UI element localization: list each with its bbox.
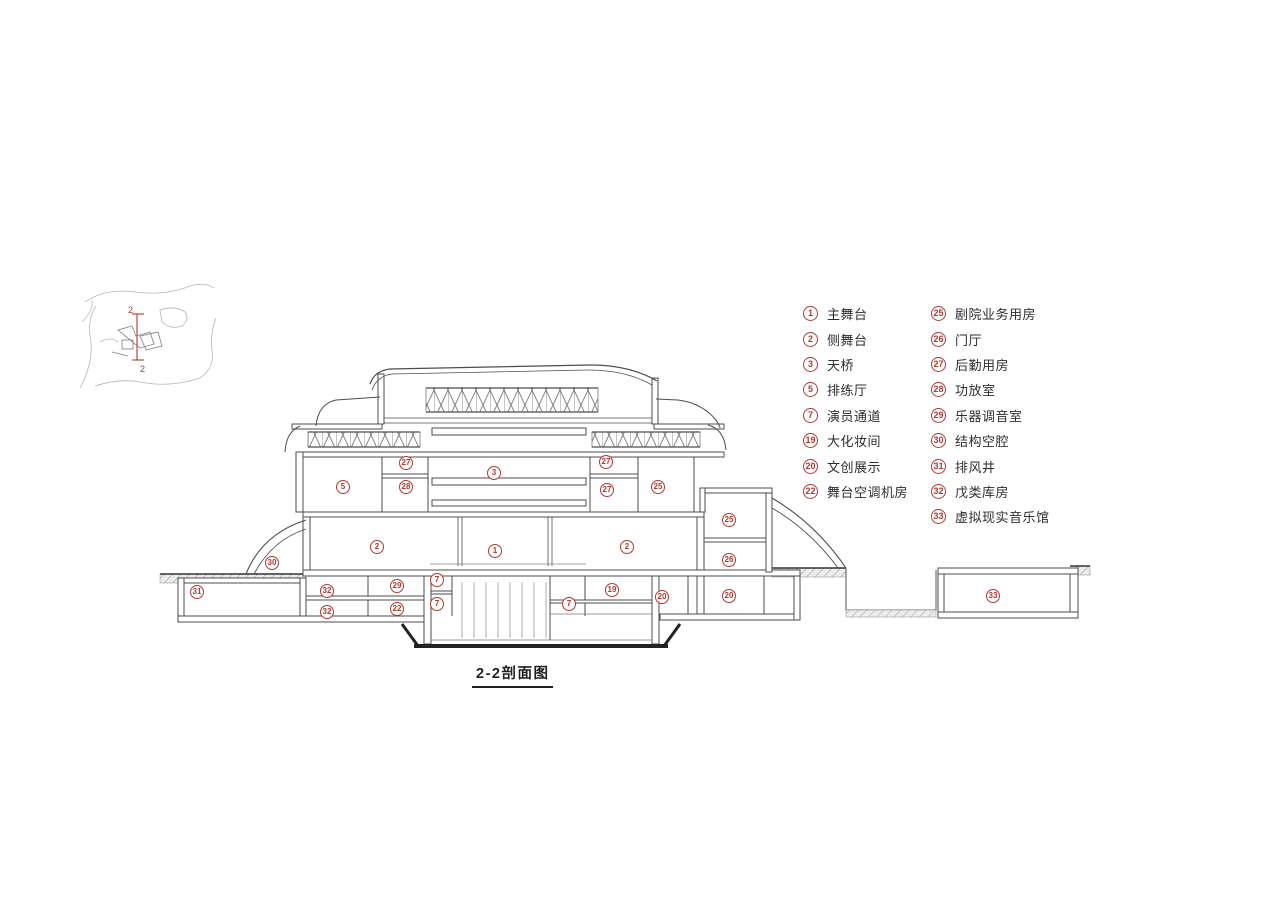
legend-number-badge: 27: [931, 356, 946, 372]
second-level: [295, 451, 725, 513]
legend-item: 22 舞台空调机房: [803, 479, 931, 504]
main-hall-level: [245, 497, 847, 575]
legend-number-badge: 7: [803, 407, 818, 423]
drawing-title: 2-2剖面图: [472, 662, 554, 688]
legend-item: 5 排练厅: [803, 377, 931, 402]
legend-item: 29 乐器调音室: [931, 403, 1101, 428]
left-basement: [177, 576, 425, 623]
right-basement: [659, 571, 801, 621]
legend-item: 3 天桥: [803, 352, 931, 377]
legend-item: 33 虚拟现实音乐馆: [931, 504, 1101, 529]
legend-item: 28 功放室: [931, 377, 1101, 402]
legend-number-badge: 1: [803, 306, 818, 322]
legend-number-badge: 20: [803, 458, 818, 474]
legend-number-badge: 31: [931, 458, 946, 474]
stage-machinery: [461, 582, 547, 638]
legend-item-label: 乐器调音室: [955, 408, 1023, 424]
ground-slab: [302, 569, 801, 577]
stage-pit: [400, 575, 682, 648]
legend-column-2: 25 剧院业务用房 26 门厅 27 后勤用房 28 功放室 29 乐器调音室 30 结构空腔 31 排风…: [931, 301, 1101, 530]
legend-item-label: 排练厅: [827, 383, 868, 399]
legend-number-badge: 28: [931, 382, 946, 398]
legend-number-badge: 26: [931, 331, 946, 347]
legend-column-1: 1 主舞台 2 侧舞台 3 天桥 5 排练厅 7 演员通道 19 大化妆间 20 文创展示 22 舞台空调机房: [803, 301, 931, 530]
legend-item: 1 主舞台: [803, 301, 931, 326]
legend-item: 19 大化妆间: [803, 428, 931, 453]
legend-item: 30 结构空腔: [931, 428, 1101, 453]
truss-band: [284, 423, 727, 453]
legend-number-badge: 30: [931, 433, 946, 449]
legend-item: 20 文创展示: [803, 453, 931, 478]
legend-item: 25 剧院业务用房: [931, 301, 1101, 326]
legend-number-badge: 32: [931, 483, 946, 499]
legend-number-badge: 33: [931, 509, 946, 525]
legend-item-label: 演员通道: [827, 408, 882, 424]
legend-item-label: 虚拟现实音乐馆: [955, 510, 1050, 526]
legend-number-badge: 19: [803, 433, 818, 449]
legend-item-label: 功放室: [955, 383, 996, 399]
section-cut-label-top: 2: [128, 305, 133, 315]
fly-tower: [315, 364, 721, 429]
legend-item-label: 大化妆间: [827, 434, 882, 450]
legend-item-label: 天桥: [827, 357, 855, 373]
legend: 1 主舞台 2 侧舞台 3 天桥 5 排练厅 7 演员通道 19 大化妆间 20 文创展示 22 舞台空调机房…: [803, 301, 1101, 530]
legend-item: 27 后勤用房: [931, 352, 1101, 377]
legend-number-badge: 25: [931, 306, 946, 322]
legend-number-badge: 22: [803, 483, 818, 499]
legend-number-badge: 5: [803, 382, 818, 398]
legend-number-badge: 29: [931, 407, 946, 423]
legend-item-label: 门厅: [955, 332, 983, 348]
legend-item: 26 门厅: [931, 326, 1101, 351]
legend-number-badge: 2: [803, 331, 818, 347]
legend-item-label: 侧舞台: [827, 332, 868, 348]
legend-number-badge: 3: [803, 356, 818, 372]
section-cut-label-bottom: 2: [140, 364, 145, 374]
legend-item: 31 排风井: [931, 453, 1101, 478]
site-key-plan: 2 2: [79, 284, 217, 389]
legend-item-label: 结构空腔: [955, 434, 1010, 450]
legend-item: 32 戊类库房: [931, 479, 1101, 504]
legend-item-label: 后勤用房: [955, 357, 1010, 373]
legend-item: 7 演员通道: [803, 403, 931, 428]
legend-item-label: 主舞台: [827, 307, 868, 323]
legend-item-label: 舞台空调机房: [827, 484, 909, 500]
right-underground-block: [937, 567, 1079, 619]
legend-item-label: 排风井: [955, 459, 996, 475]
legend-item-label: 剧院业务用房: [955, 307, 1037, 323]
legend-item-label: 戊类库房: [955, 484, 1010, 500]
legend-item-label: 文创展示: [827, 459, 882, 475]
section-cut-mark: [132, 313, 144, 361]
legend-item: 2 侧舞台: [803, 326, 931, 351]
right-wing: [699, 487, 773, 573]
